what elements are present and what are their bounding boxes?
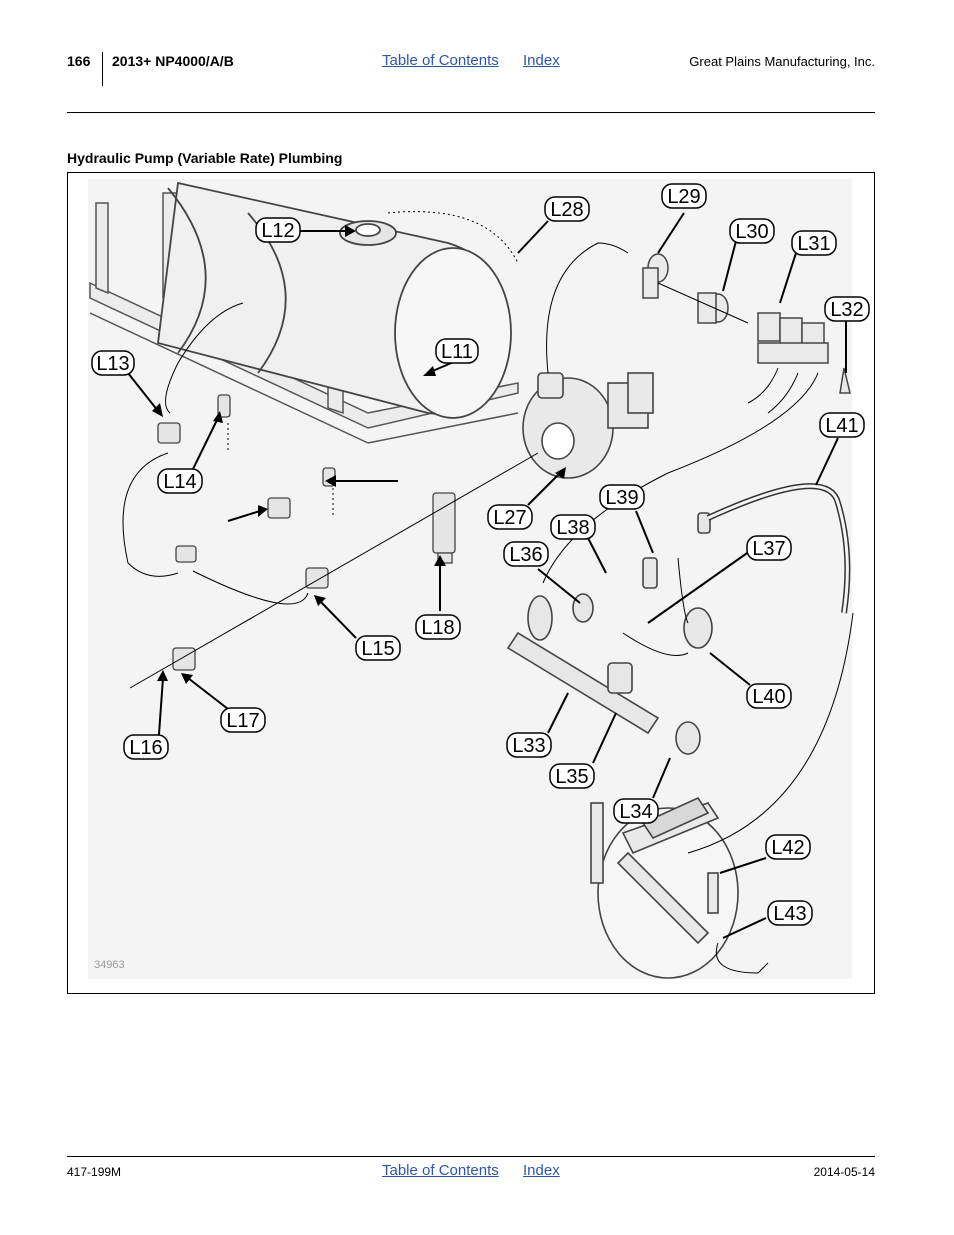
svg-text:L29: L29 xyxy=(667,186,700,208)
callout-L41: L41 xyxy=(819,412,865,438)
publish-date: 2014-05-14 xyxy=(813,1165,875,1179)
plumbing-figure: L11 L12 L13 L14 L16 L17 L15 L18 L27 L28 … xyxy=(67,172,875,994)
svg-text:L41: L41 xyxy=(825,415,858,437)
svg-text:L33: L33 xyxy=(512,735,545,757)
svg-text:L39: L39 xyxy=(605,487,638,509)
callout-L35: L35 xyxy=(549,763,595,789)
svg-text:L11: L11 xyxy=(441,341,473,363)
svg-text:L31: L31 xyxy=(797,233,830,255)
boom-plumbing-drawing xyxy=(506,512,713,755)
header-toc-link[interactable]: Table of Contents xyxy=(382,52,499,69)
header-divider xyxy=(102,52,103,86)
svg-text:L32: L32 xyxy=(830,299,863,321)
callout-L16: L16 xyxy=(123,734,169,760)
svg-text:L36: L36 xyxy=(509,544,542,566)
plumbing-diagram: L11 L12 L13 L14 L16 L17 L15 L18 L27 L28 … xyxy=(88,179,870,979)
callout-L33: L33 xyxy=(506,732,552,758)
pump-drawing xyxy=(522,372,654,479)
svg-text:L37: L37 xyxy=(752,538,785,560)
callout-L11: L11 xyxy=(435,338,479,364)
svg-text:L27: L27 xyxy=(493,507,526,529)
page-number: 166 xyxy=(67,53,91,69)
callout-L27: L27 xyxy=(487,504,533,530)
callout-L17: L17 xyxy=(220,707,266,733)
header-rule xyxy=(67,112,875,113)
svg-text:L28: L28 xyxy=(550,199,583,221)
svg-text:L13: L13 xyxy=(96,353,129,375)
callout-L39: L39 xyxy=(599,484,645,510)
svg-text:L40: L40 xyxy=(752,686,785,708)
document-number: 417-199M xyxy=(67,1165,122,1179)
header-index-link[interactable]: Index xyxy=(523,52,560,69)
callout-L12: L12 xyxy=(255,217,301,243)
callout-L43: L43 xyxy=(767,900,813,926)
valve-manifold-drawing xyxy=(642,253,851,394)
callout-L29: L29 xyxy=(661,183,707,209)
section-title: Hydraulic Pump (Variable Rate) Plumbing xyxy=(67,150,343,166)
callout-L13: L13 xyxy=(91,350,135,376)
svg-text:L16: L16 xyxy=(129,737,162,759)
company-name: Great Plains Manufacturing, Inc. xyxy=(689,54,875,69)
svg-text:L42: L42 xyxy=(771,837,804,859)
figure-number: 34963 xyxy=(94,959,125,971)
callout-L36: L36 xyxy=(503,541,549,567)
footer-rule xyxy=(67,1156,875,1157)
callout-L15: L15 xyxy=(355,635,401,661)
svg-text:L17: L17 xyxy=(226,710,259,732)
callout-labels: L11 L12 L13 L14 L16 L17 L15 L18 L27 L28 … xyxy=(91,183,870,926)
footer-toc-link[interactable]: Table of Contents xyxy=(382,1162,499,1179)
svg-text:L14: L14 xyxy=(163,471,196,493)
callout-arrows xyxy=(127,212,847,939)
svg-text:L35: L35 xyxy=(555,766,588,788)
svg-text:L15: L15 xyxy=(361,638,394,660)
svg-text:L12: L12 xyxy=(261,220,294,242)
callout-L31: L31 xyxy=(791,230,837,256)
plumbing-lines xyxy=(122,211,854,974)
callout-L18: L18 xyxy=(415,614,461,640)
callout-L38: L38 xyxy=(550,514,596,540)
callout-L37: L37 xyxy=(746,535,792,561)
callout-L14: L14 xyxy=(157,468,203,494)
svg-text:L18: L18 xyxy=(421,617,454,639)
model-title: 2013+ NP4000/A/B xyxy=(112,53,234,69)
svg-text:L38: L38 xyxy=(556,517,589,539)
svg-text:L43: L43 xyxy=(773,903,806,925)
svg-text:L30: L30 xyxy=(735,221,768,243)
disc-assembly-drawing xyxy=(590,796,739,979)
svg-text:L34: L34 xyxy=(619,801,652,823)
callout-L42: L42 xyxy=(765,834,811,860)
callout-L40: L40 xyxy=(746,683,792,709)
callout-L28: L28 xyxy=(544,196,590,222)
callout-L30: L30 xyxy=(729,218,775,244)
callout-L34: L34 xyxy=(613,798,659,824)
callout-L32: L32 xyxy=(824,296,870,322)
arrow-heads xyxy=(152,225,566,684)
footer-index-link[interactable]: Index xyxy=(523,1162,560,1179)
